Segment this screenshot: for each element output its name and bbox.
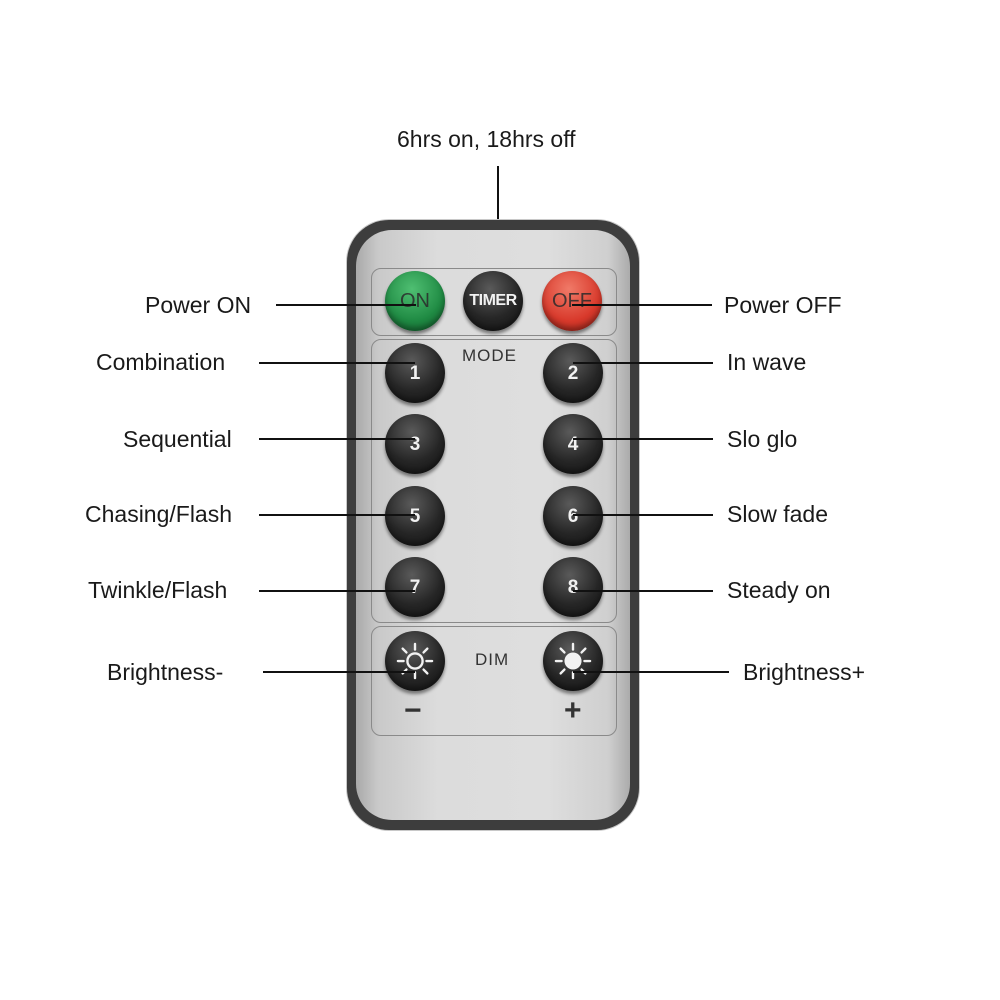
sequential-leader — [259, 438, 415, 440]
sun-filled-icon — [554, 642, 592, 680]
mode-button-1[interactable]: 1 — [385, 343, 445, 403]
brightness-minus-leader — [263, 671, 415, 673]
power-on-button[interactable]: ON — [385, 271, 445, 331]
brightness-down-button[interactable] — [385, 631, 445, 691]
in-wave-label: In wave — [727, 349, 807, 375]
mode-button-2-label: 2 — [567, 362, 579, 384]
mode-button-7[interactable]: 7 — [385, 557, 445, 617]
mode-button-3[interactable]: 3 — [385, 414, 445, 474]
slow-fade-label: Slow fade — [727, 501, 829, 527]
twinkle-flash-label: Twinkle/Flash — [88, 577, 228, 603]
slo-glo-label: Slo glo — [727, 426, 798, 452]
in-wave-leader — [573, 362, 713, 364]
steady-on-leader — [573, 590, 713, 592]
brightness-up-button[interactable] — [543, 631, 603, 691]
power-on-label: Power ON — [145, 292, 252, 318]
chasing-flash-label: Chasing/Flash — [85, 501, 233, 527]
sun-outline-icon — [396, 642, 434, 680]
timer-button[interactable]: TIMER — [463, 271, 523, 331]
mode-button-4-label: 4 — [567, 433, 579, 455]
minus-sign: − — [404, 694, 422, 727]
mode-panel — [371, 339, 617, 623]
mode-button-8[interactable]: 8 — [543, 557, 603, 617]
combination-leader — [259, 362, 415, 364]
twinkle-flash-leader — [259, 590, 415, 592]
brightness-minus-label: Brightness- — [107, 659, 224, 685]
slow-fade-leader — [573, 514, 713, 516]
timer-leader-line — [497, 166, 499, 250]
mode-button-5-label: 5 — [409, 505, 421, 527]
timer-button-label: TIMER — [469, 292, 517, 309]
power-panel — [371, 268, 617, 336]
mode-button-7-label: 7 — [409, 576, 421, 598]
power-off-label: Power OFF — [724, 292, 842, 318]
power-off-leader — [572, 304, 712, 306]
sequential-label: Sequential — [123, 426, 232, 452]
mode-button-2[interactable]: 2 — [543, 343, 603, 403]
brightness-plus-label: Brightness+ — [743, 659, 866, 685]
brightness-plus-leader — [573, 671, 729, 673]
steady-on-label: Steady on — [727, 577, 831, 603]
mode-button-6-label: 6 — [567, 505, 579, 527]
mode-button-6[interactable]: 6 — [543, 486, 603, 546]
power-off-button-label: OFF — [552, 290, 592, 312]
power-off-button[interactable]: OFF — [542, 271, 602, 331]
mode-label: MODE — [462, 346, 517, 365]
dim-panel — [371, 626, 617, 736]
mode-button-5[interactable]: 5 — [385, 486, 445, 546]
plus-sign: + — [564, 694, 582, 727]
mode-button-1-label: 1 — [409, 362, 421, 384]
power-on-leader — [276, 304, 416, 306]
mode-button-4[interactable]: 4 — [543, 414, 603, 474]
dim-label: DIM — [475, 650, 510, 669]
mode-button-8-label: 8 — [567, 576, 579, 598]
slo-glo-leader — [573, 438, 713, 440]
combination-label: Combination — [96, 349, 226, 375]
power-on-button-label: ON — [400, 290, 430, 312]
mode-button-3-label: 3 — [409, 433, 421, 455]
timer-callout-label: 6hrs on, 18hrs off — [397, 126, 576, 152]
chasing-flash-leader — [259, 514, 415, 516]
